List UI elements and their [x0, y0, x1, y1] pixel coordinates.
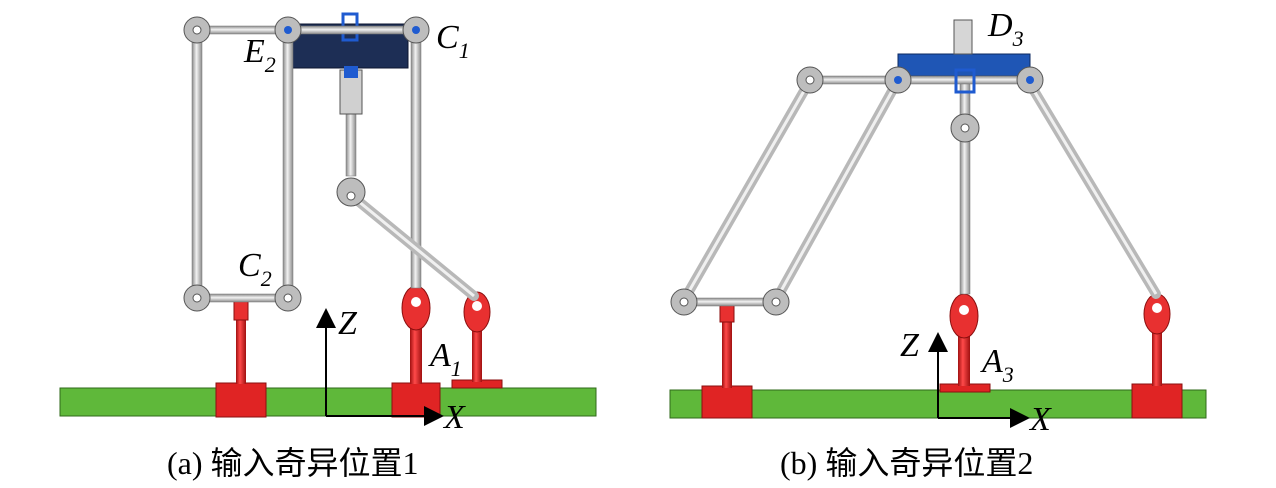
label-axis-z-b: Z: [900, 327, 920, 364]
actuator-post-a-left: [236, 318, 246, 384]
red-joint-a-right-hole: [472, 301, 482, 311]
base-block-a-left: [215, 382, 267, 418]
label-a3: A3: [980, 343, 1014, 387]
joint-b-bottom-left: [670, 288, 698, 316]
red-joint-b-mid-hole: [959, 305, 969, 315]
inner-leg-lower-a-shine: [351, 194, 475, 298]
joint-a-top-mid: [274, 16, 302, 44]
base-block-a-right: [391, 382, 441, 418]
center-clevis-b: [954, 68, 976, 94]
red-joint-a-mid-hole: [411, 297, 421, 307]
panel-a: E2 C1 C2 A1 Z X (a) 输入奇异位置1: [59, 12, 597, 481]
label-axis-x-b: X: [1028, 401, 1052, 438]
vertical-rod-a-2: [282, 39, 294, 295]
red-joint-b-right-hole: [1152, 303, 1162, 313]
joint-a-bottom-left: [183, 284, 211, 312]
label-axis-z-a: Z: [338, 305, 358, 342]
label-axis-x-a: X: [442, 399, 466, 436]
joint-b-center: [950, 113, 980, 143]
actuator-post-b-left: [722, 320, 732, 388]
joint-a-knee: [336, 177, 366, 207]
actuator-post-a-right: [472, 326, 482, 382]
joint-b-top-right: [1016, 66, 1044, 94]
red-joint-b-mid: [949, 293, 979, 339]
actuator-post-b-mid: [958, 330, 970, 386]
joint-a-bottom-right: [274, 284, 302, 312]
top-rod-a-right: [289, 25, 417, 35]
label-c1: C1: [436, 19, 470, 63]
panel-b: D3 A3 Z X (b) 输入奇异位置2: [669, 7, 1207, 481]
actuator-post-a-mid: [410, 320, 422, 384]
joint-a-top-right: [402, 16, 430, 44]
diag-link-b-2-shine: [774, 83, 898, 301]
platform-b-top-joint: [953, 19, 973, 55]
joint-b-top-mid: [884, 66, 912, 94]
red-stem-a-left: [233, 299, 249, 321]
diag-link-b-3-shine: [1028, 83, 1158, 295]
base-block-b-left: [701, 385, 753, 419]
label-e2: E2: [243, 33, 276, 77]
label-a1: A1: [428, 337, 462, 381]
top-rod-b: [809, 75, 1029, 85]
joint-b-bottom-right: [762, 288, 790, 316]
joint-b-top-left: [796, 66, 824, 94]
platform-b: [897, 53, 1031, 77]
vertical-rod-a-1: [191, 39, 203, 295]
center-link-b: [959, 83, 971, 295]
bottom-rod-b: [683, 297, 777, 307]
label-d3: D3: [987, 7, 1024, 51]
joint-a-top-left: [183, 16, 211, 44]
inner-joint-blue-a: [344, 66, 358, 78]
actuator-post-b-right: [1152, 330, 1162, 386]
label-c2: C2: [238, 247, 272, 291]
red-joint-a-mid: [401, 285, 431, 331]
caption-b: (b) 输入奇异位置2: [780, 445, 1033, 481]
ground-bar-a: [59, 387, 597, 417]
caption-a: (a) 输入奇异位置1: [167, 445, 419, 481]
base-block-b-right: [1131, 383, 1183, 419]
red-joint-b-right: [1143, 293, 1171, 335]
diag-link-b-1-shine: [682, 83, 810, 301]
